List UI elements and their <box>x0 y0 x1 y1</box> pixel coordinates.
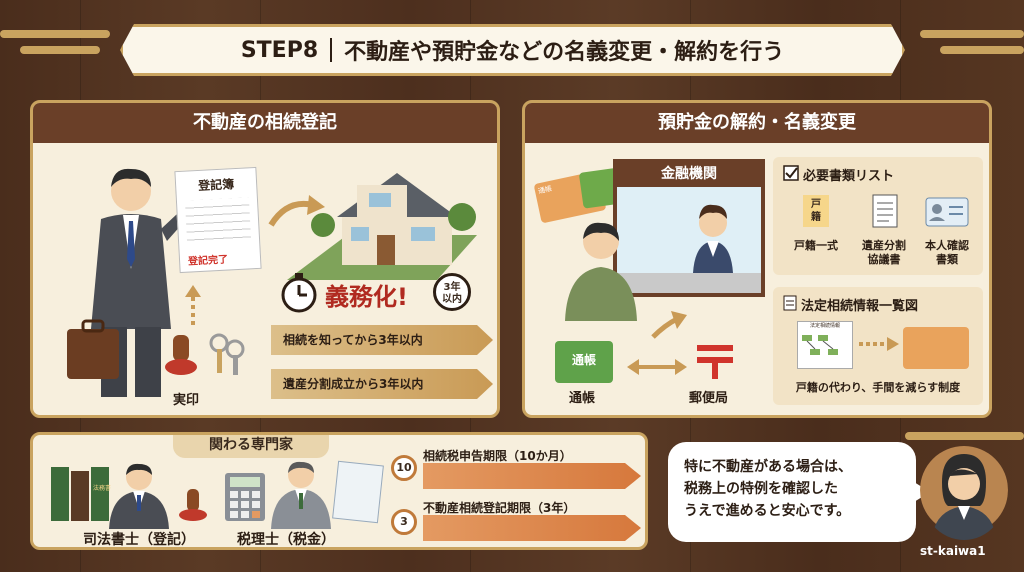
law-book-title: 法務書 <box>93 485 112 492</box>
title-divider <box>330 38 332 62</box>
bank-counter: 金融機関 <box>613 159 765 297</box>
real-estate-panel: 不動産の相続登記 登記簿 登記完了 <box>30 100 500 418</box>
advisor-line-1: 特に不動産がある場合は、 <box>684 459 852 475</box>
certificate-card-icon <box>903 327 969 369</box>
passbook-label: 通帳 <box>569 391 596 406</box>
doc-division-agreement-label: 遺産分割 協議書 <box>862 239 906 266</box>
experts-heading: 関わる専門家 <box>173 435 329 458</box>
step-label: STEP8 <box>240 37 319 63</box>
bank-label: 金融機関 <box>617 163 761 187</box>
inheritance-chart-heading: 法定相続情報一覧図 <box>801 299 919 314</box>
tax-form-icon <box>332 460 384 524</box>
scrivener-label: 司法書士（登記） <box>83 532 195 548</box>
seal-and-keys-icon <box>165 333 245 375</box>
registry-title: 登記簿 <box>197 177 235 193</box>
chart-caption: 戸籍の代わり、手間を減らす制度 <box>795 381 961 394</box>
family-tree-icon <box>802 335 838 355</box>
credit-label: st-kaiwa1 <box>920 544 986 558</box>
deco-stripe <box>920 30 1024 38</box>
advisor-illustration <box>920 446 1008 540</box>
advisor-line-2: 税務上の特例を確認した <box>684 481 838 497</box>
required-docs-box: 必要書類リスト 戸 籍 戸籍一式 遺産分割 協議書 本人確認 書類 <box>773 157 983 275</box>
experts-panel: 関わる専門家 法務書 司法書士（登記） 税理士（税金） 10 相続税申告期限（1… <box>30 432 648 550</box>
ten-month-timer-icon: 10 <box>391 455 417 481</box>
tax-deadline-arrow <box>423 463 641 489</box>
dotted-arrow-icon <box>859 337 899 351</box>
deposit-heading: 預貯金の解約・名義変更 <box>525 103 989 143</box>
inheritance-chart-box: 法定相続情報一覧図 法定相続情報 戸籍の代わり、手間を減らす制度 <box>773 287 983 405</box>
doc-koseki-label: 戸籍一式 <box>794 239 838 252</box>
calculator-icon <box>225 473 265 521</box>
registration-complete-stamp: 登記完了 <box>187 254 229 268</box>
tax-accountant-label: 税理士（税金） <box>237 532 335 548</box>
inheritance-chart-doc-caption: 法定相続情報 <box>809 323 840 329</box>
post-office-label: 郵便局 <box>689 391 729 406</box>
id-card-icon <box>925 197 969 227</box>
checkbox-icon <box>783 165 799 181</box>
bank-clerk-illustration <box>617 204 761 293</box>
three-year-timer-icon: 3 <box>391 509 417 535</box>
seal-label: 実印 <box>173 393 200 408</box>
up-arrow-icon <box>185 285 201 325</box>
deadline-arrow-inheritance: 相続を知ってから3年以内 <box>271 325 493 355</box>
document-icon <box>872 194 898 228</box>
three-year-badge: 3年 以内 <box>433 273 471 311</box>
koseki-icon: 戸 籍 <box>803 195 829 227</box>
page-title: STEP8 不動産や預貯金などの名義変更・解約を行う <box>120 24 905 76</box>
passbook-icon-text: 通帳 <box>571 353 596 367</box>
post-office-icon <box>697 345 733 379</box>
advisor-avatar <box>920 440 1008 540</box>
up-right-arrow-icon <box>651 311 687 339</box>
advisor-line-3: うえで進めると安心です。 <box>684 503 851 519</box>
customer-illustration <box>565 222 637 321</box>
deco-stripe <box>20 46 100 54</box>
seal-stamp-icon <box>179 489 207 521</box>
deco-stripe <box>940 46 1024 54</box>
registration-deadline-label: 不動産相続登記期限（3年） <box>423 501 576 515</box>
curved-arrow-icon <box>268 195 325 227</box>
law-books-icon <box>51 467 109 521</box>
deco-stripe <box>0 30 110 38</box>
title-text: 不動産や預貯金などの名義変更・解約を行う <box>344 40 785 65</box>
document-small-icon <box>783 295 797 311</box>
doc-id-label: 本人確認 書類 <box>925 239 969 266</box>
deco-stripe <box>905 432 1024 440</box>
double-arrow-icon <box>627 359 687 375</box>
inheritance-chart-doc: 法定相続情報 <box>797 321 853 369</box>
timer-icon <box>281 273 317 313</box>
house-illustration <box>287 173 477 280</box>
mandatory-label: 義務化! <box>325 283 408 311</box>
passbook-icon: 通帳 <box>555 341 613 383</box>
required-docs-heading: 必要書類リスト <box>803 169 895 184</box>
tax-accountant-illustration <box>271 461 331 529</box>
document-lines <box>184 197 252 247</box>
deadline-arrow-division: 遺産分割成立から3年以内 <box>271 369 493 399</box>
advisor-speech-bubble: 特に不動産がある場合は、 税務上の特例を確認した うえで進めると安心です。 <box>668 442 930 542</box>
tax-deadline-label: 相続税申告期限（10か月） <box>423 449 572 463</box>
real-estate-heading: 不動産の相続登記 <box>33 103 497 143</box>
scrivener-illustration <box>109 463 169 529</box>
registration-deadline-arrow <box>423 515 641 541</box>
registry-document: 登記簿 登記完了 <box>174 166 262 274</box>
deposit-panel: 預貯金の解約・名義変更 通帳 金融機関 通帳 通帳 <box>522 100 992 418</box>
